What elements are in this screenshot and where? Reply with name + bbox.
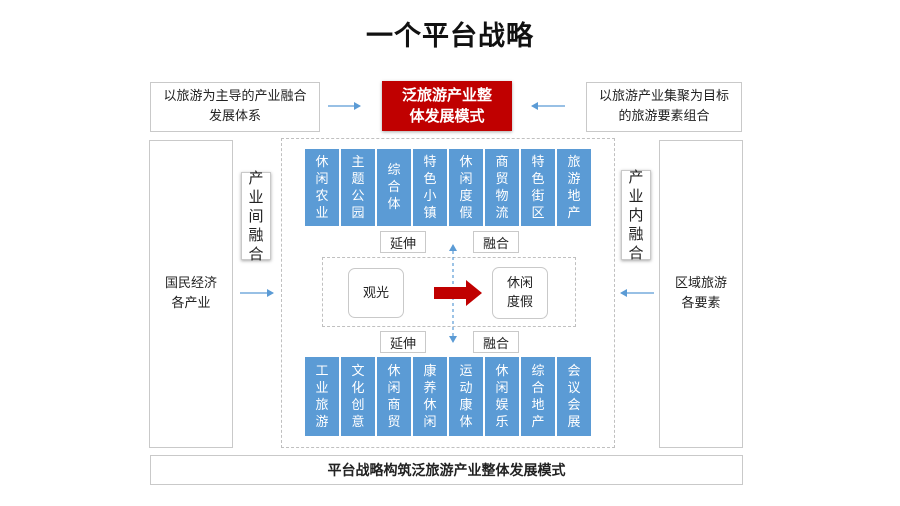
flow-container [322, 257, 576, 327]
tag-merge-top: 融合 [473, 231, 519, 253]
red-flow-arrow-icon [434, 280, 482, 306]
tag-merge-bottom: 融合 [473, 331, 519, 353]
right-vertical-label: 产业内融合 [628, 167, 644, 262]
footer-bar: 平台战略构筑泛旅游产业整体发展模式 [150, 455, 743, 485]
top-cell: 综合体 [377, 149, 411, 226]
header-left-box: 以旅游为主导的产业融合发展体系 [150, 82, 320, 132]
tag-extend-top: 延伸 [380, 231, 426, 253]
right-panel: 区域旅游各要素 [659, 140, 743, 448]
top-cell: 旅游地产 [557, 149, 591, 226]
left-vertical-label-box: 产业间融合 [241, 169, 271, 263]
flow-to-box: 休闲度假 [492, 267, 548, 319]
right-vertical-label-box: 产业内融合 [621, 167, 651, 262]
top-cell: 商贸物流 [485, 149, 519, 226]
center-container [281, 138, 615, 448]
top-cell: 特色小镇 [413, 149, 447, 226]
bottom-cell: 工业旅游 [305, 357, 339, 436]
top-cells-row: 休闲农业 主题公园 综合体 特色小镇 休闲度假 商贸物流 特色街区 旅游地产 [305, 149, 591, 226]
bottom-cell: 文化创意 [341, 357, 375, 436]
top-cell: 休闲农业 [305, 149, 339, 226]
bottom-cells-row: 工业旅游 文化创意 休闲商贸 康养休闲 运动康体 休闲娱乐 综合地产 会议会展 [305, 357, 591, 436]
bottom-cell: 休闲商贸 [377, 357, 411, 436]
bottom-cell: 休闲娱乐 [485, 357, 519, 436]
flow-from-box: 观光 [348, 268, 404, 318]
top-cell: 主题公园 [341, 149, 375, 226]
bottom-cell: 综合地产 [521, 357, 555, 436]
header-right-box: 以旅游产业集聚为目标的旅游要素组合 [586, 82, 742, 132]
top-cell: 特色街区 [521, 149, 555, 226]
page-title: 一个平台战略 [366, 21, 534, 52]
bottom-cell: 会议会展 [557, 357, 591, 436]
flow-to-label: 休闲度假 [507, 276, 534, 310]
tag-extend-bottom: 延伸 [380, 331, 426, 353]
left-vertical-label: 产业间融合 [248, 168, 264, 263]
left-panel: 国民经济各产业 [149, 140, 233, 448]
top-cell: 休闲度假 [449, 149, 483, 226]
bottom-cell: 运动康体 [449, 357, 483, 436]
header-center-box: 泛旅游产业整体发展模式 [382, 81, 512, 131]
bottom-cell: 康养休闲 [413, 357, 447, 436]
